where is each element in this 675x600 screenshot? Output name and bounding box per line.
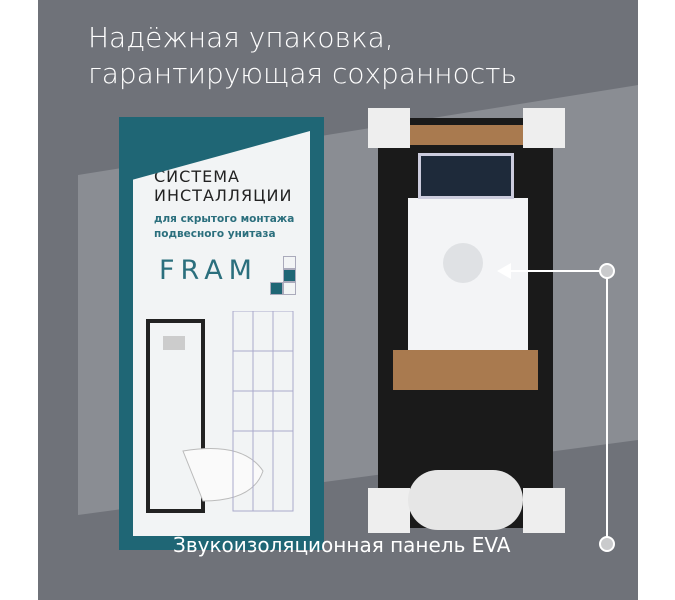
corner-protector <box>523 488 565 533</box>
tile <box>283 256 296 269</box>
wood-spacer <box>393 350 538 390</box>
box-subtitle: для скрытого монтажа подвесного унитаза <box>154 212 294 242</box>
installation-illustration <box>146 311 294 513</box>
flush-mechanism <box>418 153 514 199</box>
pipe-opening <box>443 243 483 283</box>
pointer-dot <box>599 263 615 279</box>
pointer-line <box>606 270 608 540</box>
tile <box>270 282 283 295</box>
eva-panel <box>408 153 528 350</box>
corner-protector <box>523 108 565 148</box>
packed-toilet-bowl <box>408 470 523 530</box>
headline-line-2: гарантирующая сохранность <box>88 57 517 90</box>
pointer-line <box>503 270 608 272</box>
tile <box>283 269 296 282</box>
brand-logo: FRAM <box>159 255 258 286</box>
corner-protector <box>368 108 410 148</box>
box-subtitle-1: для скрытого монтажа <box>154 213 295 225</box>
box-title-1: СИСТЕМА <box>154 167 240 186</box>
product-image-panel: Надёжная упаковка, гарантирующая сохранн… <box>38 0 638 600</box>
box-subtitle-2: подвесного унитаза <box>154 228 276 240</box>
corner-protector <box>368 488 410 533</box>
box-title-2: ИНСТАЛЛЯЦИИ <box>154 186 293 205</box>
headline: Надёжная упаковка, гарантирующая сохранн… <box>88 20 517 92</box>
headline-line-1: Надёжная упаковка, <box>88 21 394 54</box>
tile <box>283 282 296 295</box>
pointer-dot <box>599 536 615 552</box>
arrow-head-icon <box>497 263 511 279</box>
caption: Звукоизоляционная панель EVA <box>173 533 511 557</box>
wood-spacer <box>390 125 545 145</box>
